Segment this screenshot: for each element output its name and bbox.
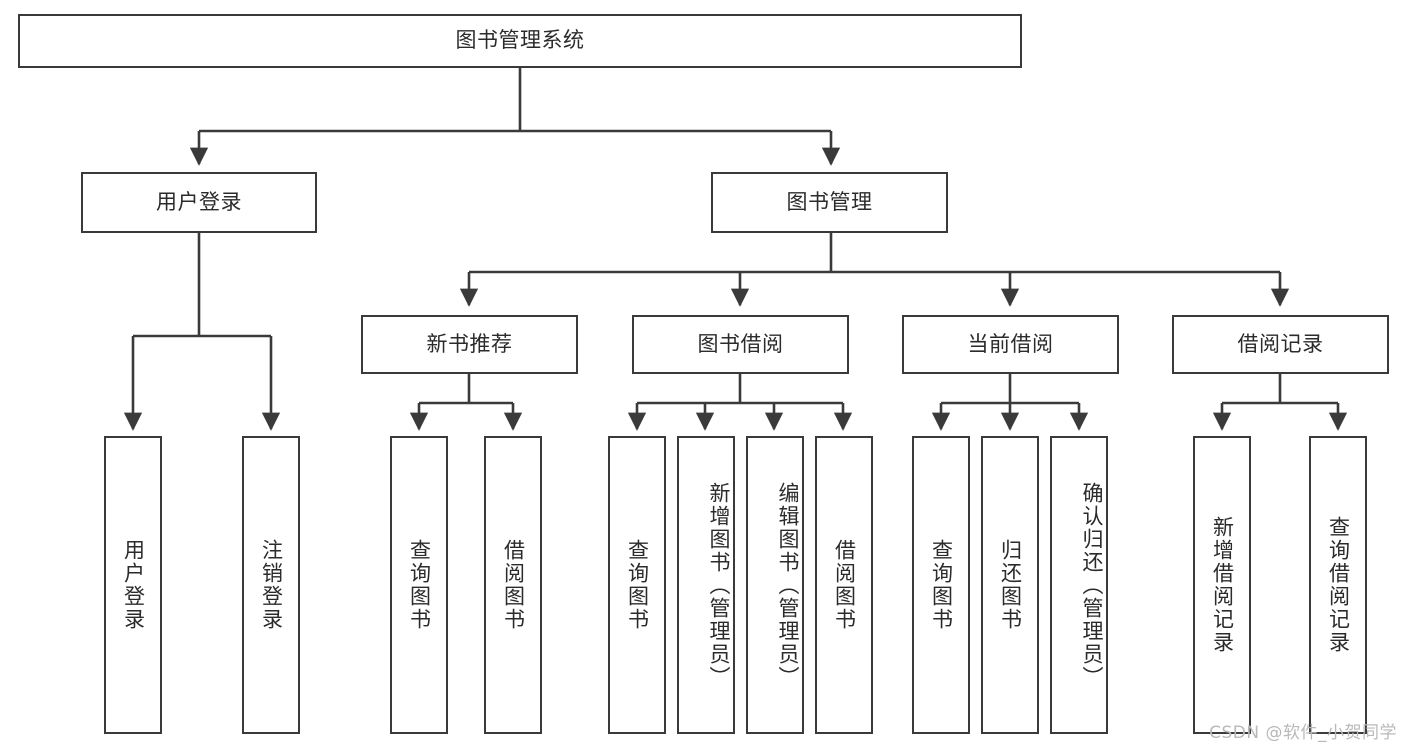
leaf-book-borrow-borrow[interactable]: 借阅图书 (815, 436, 873, 734)
leaf-current-borrow-confirm-return[interactable]: 确认归还（管理员） (1050, 436, 1108, 734)
leaf-borrow-record-query[interactable]: 查询借阅记录 (1309, 436, 1367, 734)
node-root[interactable]: 图书管理系统 (18, 14, 1022, 68)
leaf-book-borrow-query[interactable]: 查询图书 (608, 436, 666, 734)
leaf-user-login-login[interactable]: 用户登录 (104, 436, 162, 734)
node-borrow-record[interactable]: 借阅记录 (1172, 315, 1389, 374)
node-new-book-recommend[interactable]: 新书推荐 (361, 315, 578, 374)
node-current-borrow[interactable]: 当前借阅 (902, 315, 1119, 374)
leaf-book-borrow-add[interactable]: 新增图书（管理员） (677, 436, 735, 734)
leaf-current-borrow-return[interactable]: 归还图书 (981, 436, 1039, 734)
node-user-login[interactable]: 用户登录 (81, 172, 317, 233)
leaf-new-book-query[interactable]: 查询图书 (390, 436, 448, 734)
leaf-borrow-record-add[interactable]: 新增借阅记录 (1193, 436, 1251, 734)
node-book-management[interactable]: 图书管理 (711, 172, 948, 233)
leaf-book-borrow-edit[interactable]: 编辑图书（管理员） (746, 436, 804, 734)
watermark-text: CSDN @软件_小贺同学 (1209, 723, 1397, 743)
leaf-user-login-logout[interactable]: 注销登录 (242, 436, 300, 734)
leaf-new-book-borrow[interactable]: 借阅图书 (484, 436, 542, 734)
leaf-current-borrow-query[interactable]: 查询图书 (912, 436, 970, 734)
node-book-borrow[interactable]: 图书借阅 (632, 315, 849, 374)
